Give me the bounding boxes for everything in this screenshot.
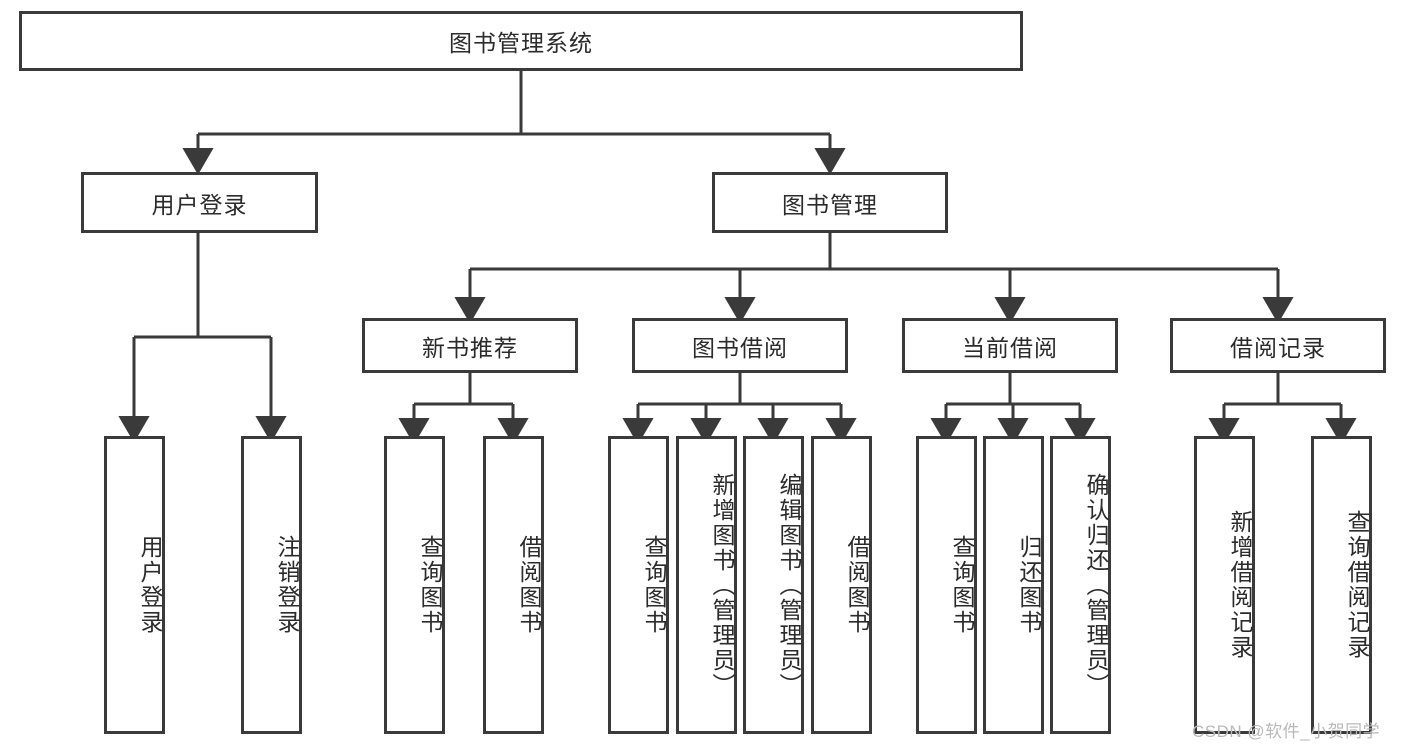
- node-label: 查询图书: [417, 535, 443, 635]
- node-label: 查询借阅记录: [1344, 510, 1370, 660]
- csdn-watermark: CSDN @软件_小贺同学: [1192, 722, 1381, 741]
- node-label: 当前借阅: [962, 334, 1058, 361]
- node-label: 借阅图书: [844, 535, 870, 635]
- node-label: 图书管理: [782, 191, 878, 218]
- leaf-query-record[interactable]: 查询借阅记录: [1311, 436, 1372, 734]
- node-book-borrow[interactable]: 图书借阅: [632, 318, 848, 373]
- leaf-query-book-3[interactable]: 查询图书: [916, 436, 977, 734]
- node-label: 查询图书: [949, 535, 975, 635]
- leaf-borrow-book-2[interactable]: 借阅图书: [811, 436, 872, 734]
- node-label: 用户登录: [137, 535, 163, 635]
- node-root-book-management-system[interactable]: 图书管理系统: [19, 11, 1023, 71]
- node-label: 图书借阅: [692, 334, 788, 361]
- leaf-edit-book[interactable]: 编辑图书（管理员）: [743, 436, 804, 734]
- leaf-return-book[interactable]: 归还图书: [983, 436, 1044, 734]
- node-label: 归还图书: [1016, 535, 1042, 635]
- node-label: 确认归还（管理员）: [1083, 472, 1109, 698]
- node-label: 新书推荐: [422, 334, 518, 361]
- node-book-management[interactable]: 图书管理: [712, 172, 948, 233]
- leaf-confirm-return[interactable]: 确认归还（管理员）: [1050, 436, 1111, 734]
- leaf-user-login[interactable]: 用户登录: [104, 436, 165, 734]
- node-user-login[interactable]: 用户登录: [81, 172, 318, 233]
- leaf-query-book-2[interactable]: 查询图书: [608, 436, 669, 734]
- node-label: 注销登录: [274, 535, 300, 635]
- node-label: 借阅记录: [1230, 334, 1326, 361]
- node-label: 图书管理系统: [449, 30, 593, 56]
- node-label: 新增借阅记录: [1227, 510, 1253, 660]
- node-current-borrow[interactable]: 当前借阅: [902, 318, 1118, 373]
- node-borrow-record[interactable]: 借阅记录: [1170, 318, 1386, 373]
- node-label: 借阅图书: [516, 535, 542, 635]
- node-label: 查询图书: [641, 535, 667, 635]
- leaf-borrow-book-1[interactable]: 借阅图书: [483, 436, 544, 734]
- leaf-add-record[interactable]: 新增借阅记录: [1194, 436, 1255, 734]
- node-label: 新增图书（管理员）: [709, 472, 735, 698]
- leaf-logout[interactable]: 注销登录: [241, 436, 302, 734]
- node-label: 编辑图书（管理员）: [776, 472, 802, 698]
- node-label: 用户登录: [151, 191, 248, 218]
- leaf-query-book-1[interactable]: 查询图书: [384, 436, 445, 734]
- node-new-book-recommend[interactable]: 新书推荐: [362, 318, 578, 373]
- leaf-add-book[interactable]: 新增图书（管理员）: [676, 436, 737, 734]
